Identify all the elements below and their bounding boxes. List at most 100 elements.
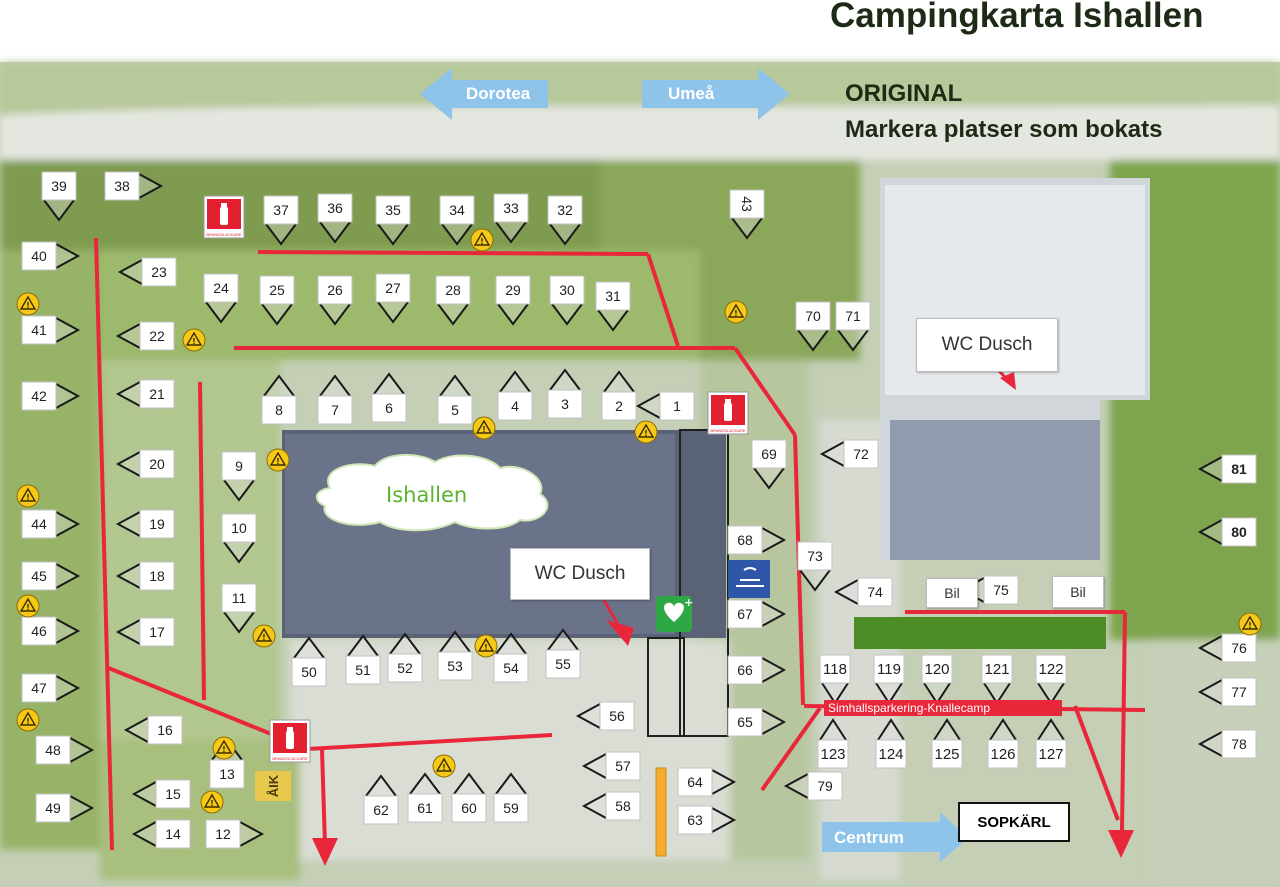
site-6[interactable]: 6 [371,372,407,423]
site-125[interactable]: 125 [931,718,963,769]
site-47[interactable]: 47 [21,673,81,703]
site-79[interactable]: 79 [783,771,843,801]
site-42[interactable]: 42 [21,381,81,411]
site-57[interactable]: 57 [581,751,641,781]
site-8[interactable]: 8 [261,374,297,425]
site-76[interactable]: 76 [1197,633,1257,663]
site-119[interactable]: 119 [873,654,905,705]
site-15[interactable]: 15 [131,779,191,809]
site-55[interactable]: 55 [545,628,581,679]
site-25[interactable]: 25 [259,275,295,326]
site-46[interactable]: 46 [21,616,81,646]
site-65[interactable]: 65 [727,707,787,737]
site-34-box [439,195,475,225]
site-56[interactable]: 56 [575,701,635,731]
site-74[interactable]: 74 [833,577,893,607]
site-75[interactable]: 75 [959,575,1019,605]
site-53[interactable]: 53 [437,630,473,681]
site-15-label: 15 [165,786,181,802]
site-20-marker [115,451,141,477]
site-54[interactable]: 54 [493,632,529,683]
site-32[interactable]: 32 [547,195,583,246]
site-5[interactable]: 5 [437,374,473,425]
site-51[interactable]: 51 [345,634,381,685]
site-7[interactable]: 7 [317,374,353,425]
site-30[interactable]: 30 [549,275,585,326]
site-58[interactable]: 58 [581,791,641,821]
site-81[interactable]: 81 [1197,454,1257,484]
site-26-label: 26 [327,282,343,298]
site-23-label: 23 [151,264,167,280]
site-70[interactable]: 70 [795,301,831,352]
site-2[interactable]: 2 [601,370,637,421]
site-12[interactable]: 12 [205,819,265,849]
site-123[interactable]: 123 [817,718,849,769]
site-11[interactable]: 11 [221,583,257,634]
site-127[interactable]: 127 [1035,718,1067,769]
site-14[interactable]: 14 [131,819,191,849]
site-72[interactable]: 72 [819,439,879,469]
site-24[interactable]: 24 [203,273,239,324]
site-9[interactable]: 9 [221,451,257,502]
site-120[interactable]: 120 [921,654,953,705]
site-48[interactable]: 48 [35,735,95,765]
site-118[interactable]: 118 [819,654,851,705]
site-38[interactable]: 38 [104,171,164,201]
site-29[interactable]: 29 [495,275,531,326]
site-73[interactable]: 73 [797,541,833,592]
site-35[interactable]: 35 [375,195,411,246]
site-10[interactable]: 10 [221,513,257,564]
site-52[interactable]: 52 [387,632,423,683]
site-122[interactable]: 122 [1035,654,1067,705]
site-36[interactable]: 36 [317,193,353,244]
site-66[interactable]: 66 [727,655,787,685]
site-40[interactable]: 40 [21,241,81,271]
site-61[interactable]: 61 [407,772,443,823]
site-124[interactable]: 124 [875,718,907,769]
site-31[interactable]: 31 [595,281,631,332]
site-121[interactable]: 121 [981,654,1013,705]
site-19[interactable]: 19 [115,509,175,539]
site-67[interactable]: 67 [727,599,787,629]
site-48-marker [69,737,95,763]
site-45[interactable]: 45 [21,561,81,591]
site-63[interactable]: 63 [677,805,737,835]
site-22[interactable]: 22 [115,321,175,351]
site-16[interactable]: 16 [123,715,183,745]
site-28[interactable]: 28 [435,275,471,326]
site-4[interactable]: 4 [497,370,533,421]
site-21[interactable]: 21 [115,379,175,409]
site-77[interactable]: 77 [1197,677,1257,707]
site-26[interactable]: 26 [317,275,353,326]
site-27[interactable]: 27 [375,273,411,324]
site-49[interactable]: 49 [35,793,95,823]
site-60-box [451,793,487,823]
site-18[interactable]: 18 [115,561,175,591]
site-123-label: 123 [820,746,845,763]
site-57-marker [581,753,607,779]
site-126[interactable]: 126 [987,718,1019,769]
site-3[interactable]: 3 [547,368,583,419]
site-37-label: 37 [273,202,289,218]
site-39[interactable]: 39 [41,171,77,222]
site-43[interactable]: 43 [729,189,765,240]
site-71[interactable]: 71 [835,301,871,352]
site-20[interactable]: 20 [115,449,175,479]
site-17[interactable]: 17 [115,617,175,647]
site-62[interactable]: 62 [363,774,399,825]
site-78[interactable]: 78 [1197,729,1257,759]
site-1[interactable]: 1 [635,391,695,421]
site-80[interactable]: 80 [1197,517,1257,547]
site-34[interactable]: 34 [439,195,475,246]
site-60[interactable]: 60 [451,772,487,823]
site-50[interactable]: 50 [291,636,327,687]
site-37[interactable]: 37 [263,195,299,246]
site-69[interactable]: 69 [751,439,787,490]
site-59[interactable]: 59 [493,772,529,823]
site-44[interactable]: 44 [21,509,81,539]
site-64[interactable]: 64 [677,767,737,797]
site-68[interactable]: 68 [727,525,787,555]
site-41[interactable]: 41 [21,315,81,345]
site-23[interactable]: 23 [117,257,177,287]
site-33[interactable]: 33 [493,193,529,244]
